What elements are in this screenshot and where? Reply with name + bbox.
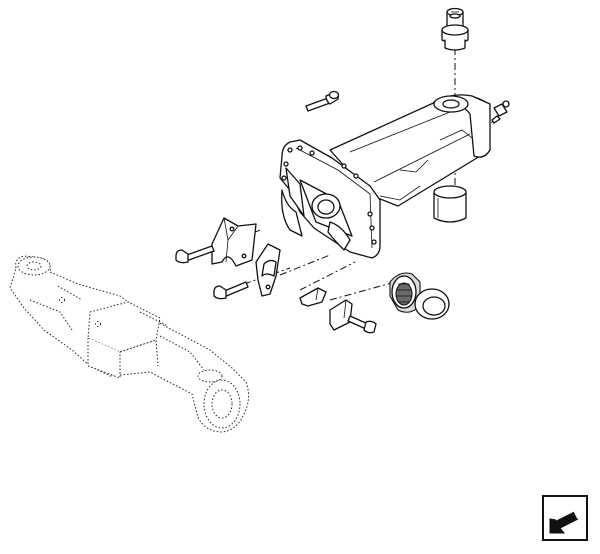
bolt (305, 90, 340, 112)
pivot-pin (441, 7, 469, 51)
retaining-half-left (211, 217, 257, 267)
axle-assembly-reference (9, 255, 250, 433)
lock-bolt (347, 315, 377, 334)
bearing (389, 272, 421, 313)
bolt-left (175, 245, 215, 264)
seal-ring (414, 288, 450, 320)
arrow-down-left-icon (549, 510, 579, 534)
retaining-half-right (255, 243, 281, 297)
bushing (433, 185, 467, 223)
bolt-lower (213, 281, 249, 300)
breather-fitting (491, 100, 510, 124)
nav-arrow-button[interactable] (542, 495, 588, 541)
lock-tab-upper (299, 287, 327, 307)
axle-housing-support (279, 94, 491, 259)
lock-tab-lower (329, 299, 353, 331)
